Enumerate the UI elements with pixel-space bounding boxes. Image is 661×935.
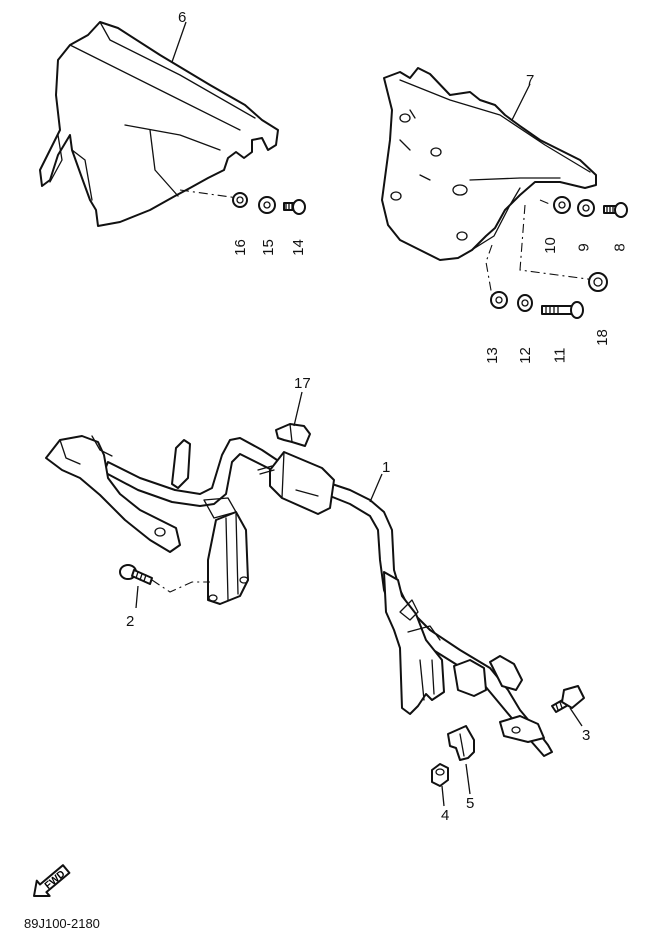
- callout-part-14: 14: [289, 239, 307, 256]
- bolt-part-3: [551, 685, 585, 713]
- washer-part-13: [490, 291, 508, 309]
- callout-part-3: 3: [582, 727, 591, 744]
- callout-part-7: 7: [526, 72, 535, 89]
- bolt-part-11: [541, 301, 584, 319]
- bolt-part-14: [283, 199, 306, 215]
- callout-part-5: 5: [466, 795, 475, 812]
- callout-part-8: 8: [611, 243, 629, 252]
- nut-part-9: [577, 199, 595, 217]
- callout-part-10: 10: [541, 237, 559, 254]
- callout-part-11: 11: [551, 347, 569, 364]
- callout-part-16: 16: [231, 239, 249, 256]
- bolt-part-8: [603, 202, 628, 218]
- forward-direction-arrow: FWD: [33, 864, 71, 897]
- callout-part-9: 9: [575, 243, 593, 252]
- clip-part-5: [447, 725, 475, 761]
- clamp-part-17: [275, 423, 311, 447]
- washer-part-16: [232, 192, 248, 208]
- callout-part-17: 17: [294, 375, 311, 392]
- nut-part-4: [431, 763, 449, 787]
- side-cover-part-7: [381, 67, 597, 261]
- nut-part-12: [517, 294, 533, 312]
- bolt-part-2: [119, 564, 153, 585]
- washer-part-10: [553, 196, 571, 214]
- bracket-stay-part-1: [45, 435, 553, 757]
- front-cover-part-6: [39, 21, 279, 227]
- nut-part-15: [258, 196, 276, 214]
- callout-part-18: 18: [593, 329, 611, 346]
- callout-part-4: 4: [441, 807, 450, 824]
- nut-part-18: [588, 272, 608, 292]
- callout-part-15: 15: [259, 239, 277, 256]
- callout-part-12: 12: [516, 347, 534, 364]
- diagram-code: 89J100-2180: [24, 916, 100, 931]
- callout-part-6: 6: [178, 9, 187, 26]
- callout-part-1: 1: [382, 459, 391, 476]
- callout-part-2: 2: [126, 613, 135, 630]
- callout-part-13: 13: [483, 347, 501, 364]
